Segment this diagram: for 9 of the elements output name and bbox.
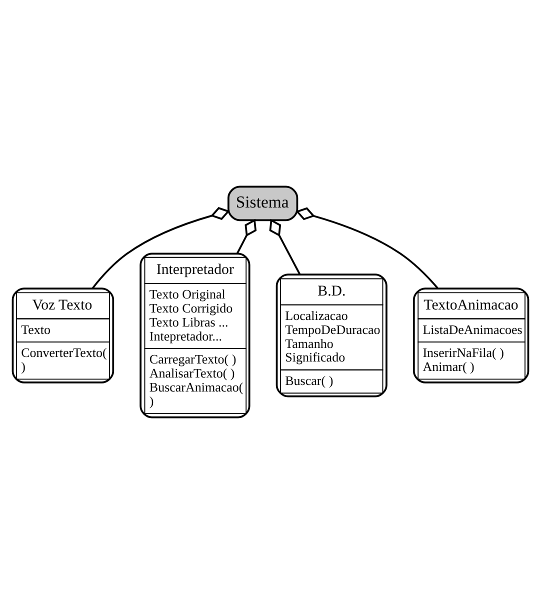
connector	[269, 218, 301, 275]
node-box: Interpretador Texto Original Texto Corrigido Texto Libras ...Intepretador... CarregarTexto( ) AnalisarTexto( ) BuscarAnimacao( )	[140, 252, 250, 418]
connector	[296, 207, 438, 289]
node-box: Voz Texto Texto ConverterTexto( )	[12, 288, 114, 384]
connector	[236, 218, 257, 254]
node-box: TextoAnimacao ListaDeAnimacoes InserirNaFila( ) Animar( )	[412, 288, 530, 384]
node-box: Sistema	[228, 186, 298, 222]
connector	[92, 207, 230, 290]
node-box: B.D. Localizacao TempoDeDuracao Tamanho Significado Buscar( )	[276, 274, 388, 398]
